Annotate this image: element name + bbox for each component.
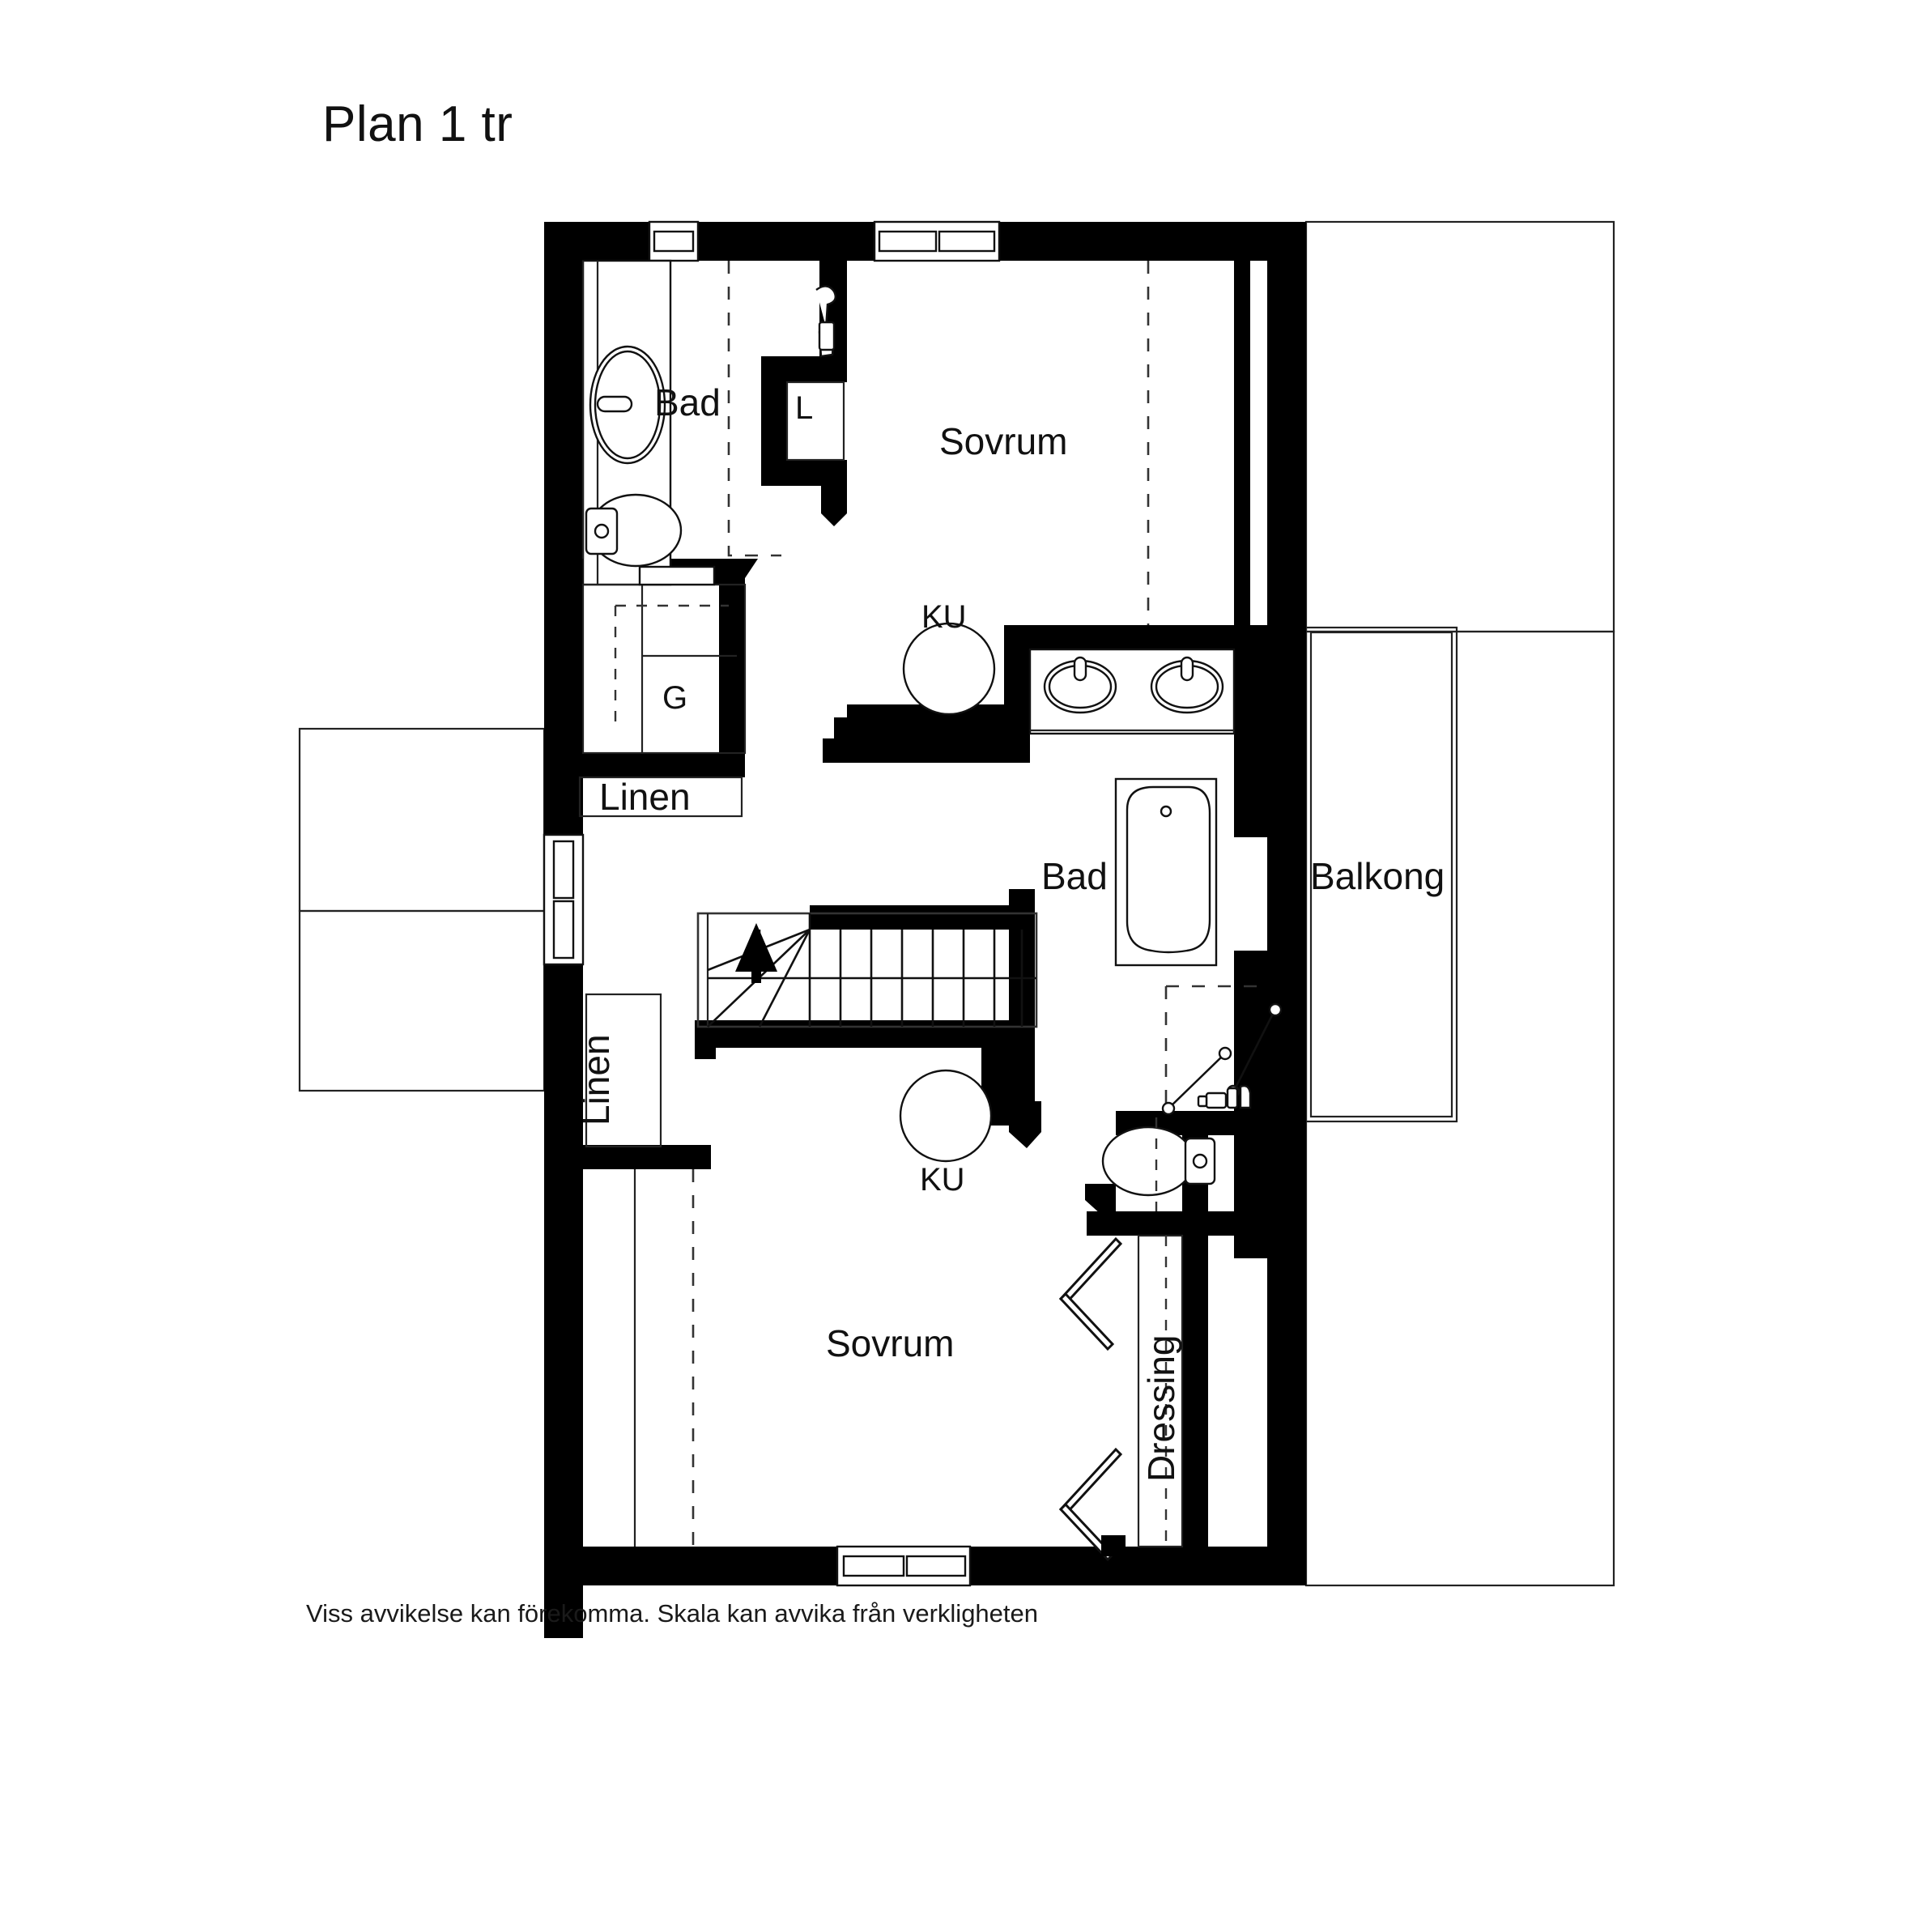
room-label-bad-master: Bad <box>1041 855 1108 897</box>
page-title: Plan 1 tr <box>322 96 513 152</box>
shower-master <box>1161 985 1283 1116</box>
bifold-door-lower <box>1058 1447 1123 1562</box>
window-top-left <box>648 220 700 262</box>
room-label-linen-lower: Linen <box>575 1034 617 1126</box>
exterior-projection-right-top <box>1304 220 1615 633</box>
vanity-sink-right <box>1150 656 1224 714</box>
bathtub-master <box>1114 777 1218 967</box>
marker-label-ku-lower: KU <box>920 1162 965 1198</box>
window-left <box>543 833 585 966</box>
room-label-l-closet: L <box>795 390 813 426</box>
room-label-dressing: Dressing <box>1140 1334 1182 1482</box>
vanity-sink-left <box>1043 656 1117 714</box>
room-label-sovrum-lower: Sovrum <box>826 1322 954 1364</box>
dressing-room <box>1058 1234 1184 1562</box>
room-label-balkong: Balkong <box>1310 855 1445 897</box>
exterior-projection-left-lower <box>298 909 546 1092</box>
exterior-projection-right-bottom <box>1304 630 1615 1587</box>
interior-walls <box>567 261 1267 1585</box>
exterior-walls <box>543 222 1306 1638</box>
staircase-up <box>696 912 1038 1028</box>
exterior-projection-left-upper <box>298 727 546 913</box>
l-closet <box>785 381 845 462</box>
column-ku-upper <box>902 622 996 716</box>
bifold-door-upper <box>1058 1236 1123 1351</box>
window-top-right <box>873 220 1001 262</box>
dashed-guide-lines <box>581 261 1158 1547</box>
g-closet-linen-upper <box>578 565 747 818</box>
room-label-g-closet: G <box>662 680 687 716</box>
shower-fixture-upper <box>815 285 836 358</box>
toilet-master <box>1101 1126 1216 1197</box>
shower-mixer <box>1197 1084 1252 1109</box>
room-label-bad-upper: Bad <box>654 381 721 423</box>
double-vanity <box>1028 648 1236 735</box>
room-label-linen-upper: Linen <box>599 776 691 818</box>
marker-label-ku-upper: KU <box>921 599 967 635</box>
linen-lower-closet <box>585 993 662 1148</box>
room-label-sovrum-upper: Sovrum <box>939 420 1067 462</box>
toilet-upper <box>585 493 683 568</box>
column-ku-lower <box>899 1069 993 1163</box>
upper-bathroom-fixtures <box>581 259 836 586</box>
window-bottom <box>836 1545 972 1587</box>
disclaimer-note: Viss avvikelse kan förekomma. Skala kan … <box>306 1599 1039 1628</box>
